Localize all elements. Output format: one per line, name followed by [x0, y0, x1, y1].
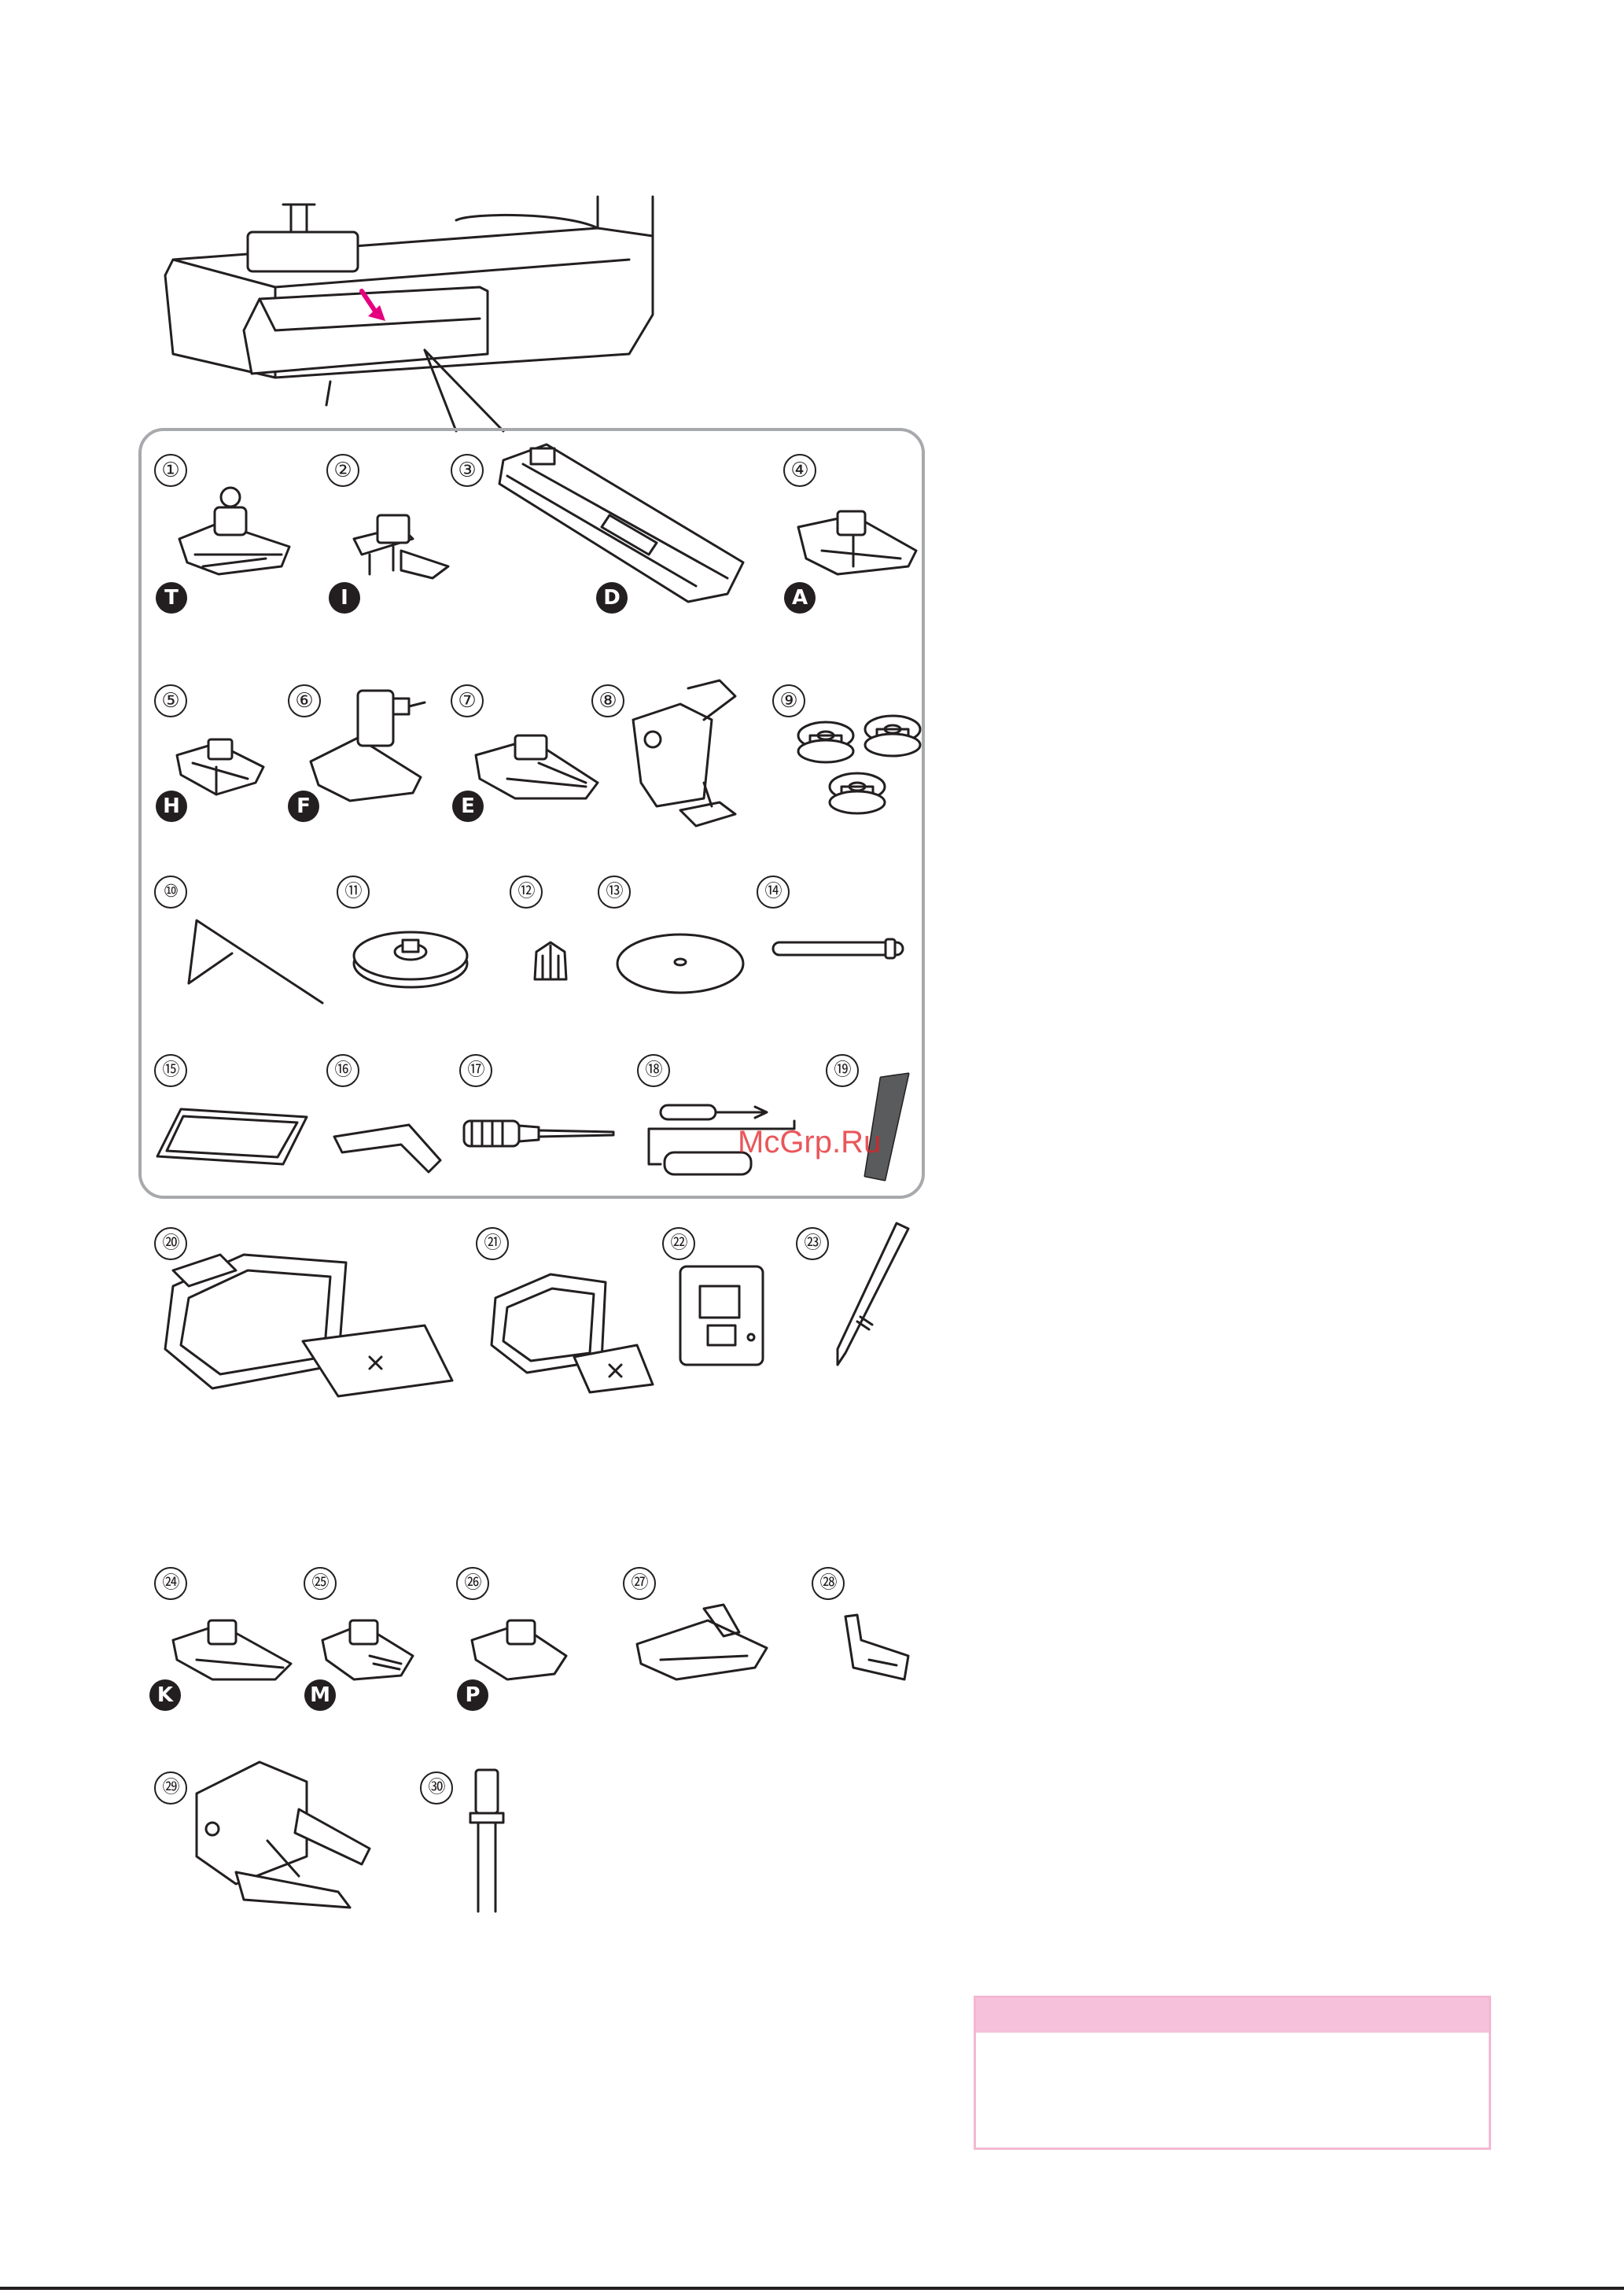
buttonhole-foot-d-image [492, 437, 763, 614]
item-number-14: ⑭ [757, 876, 790, 909]
presser-foot-i-image [338, 507, 456, 594]
presser-foot-e-image [468, 724, 602, 810]
item-number-11: ⑪ [337, 876, 370, 909]
item-number-10: ⑩ [154, 876, 187, 909]
item-number-17: ⑰ [459, 1054, 492, 1087]
item-number-8: ⑧ [591, 684, 624, 717]
hem-guide-image [330, 1117, 448, 1180]
watermark-text: McGrp.Ru [738, 1125, 881, 1160]
item-number-16: ⑯ [326, 1054, 359, 1087]
item-number-30: ㉚ [420, 1771, 453, 1805]
small-embroidery-hoop-image [480, 1259, 657, 1392]
presser-foot-f-image [303, 675, 433, 809]
foot-badge-e: E [452, 791, 484, 822]
item-number-25: ㉕ [304, 1567, 337, 1600]
callout-lines [0, 0, 1624, 472]
item-number-24: ㉔ [154, 1567, 187, 1600]
presser-foot-m-image [315, 1613, 421, 1691]
spool-pin-image [769, 936, 915, 964]
large-embroidery-hoop-image [157, 1239, 464, 1400]
needle-plate-image [676, 1263, 767, 1369]
touch-pen-image [810, 1219, 920, 1377]
item-number-3: ③ [451, 454, 484, 487]
item-number-21: ㉑ [476, 1227, 509, 1260]
presser-foot-k-image [165, 1613, 299, 1691]
walking-guide-foot-image [629, 1601, 771, 1687]
note-box [974, 1996, 1491, 2150]
presser-foot-p-image [464, 1613, 574, 1691]
item-number-13: ⑬ [598, 876, 631, 909]
note-header-bar [976, 1998, 1489, 2033]
foot-badge-t: T [156, 582, 187, 614]
foot-badge-f: F [288, 791, 319, 822]
bottom-rule [0, 2287, 1624, 2290]
spool-cap-small-image [527, 936, 574, 991]
item-number-7: ⑦ [451, 684, 484, 717]
walking-foot-image [189, 1738, 385, 1915]
presser-foot-a-image [790, 503, 920, 590]
item-number-27: ㉗ [623, 1567, 656, 1600]
item-number-4: ④ [783, 454, 816, 487]
foot-badge-i: I [329, 582, 360, 614]
spool-cap-large-image [350, 924, 472, 995]
twin-needle-image [464, 1766, 511, 1923]
l-shaped-tool-image [173, 912, 330, 1007]
presser-foot-t-image [171, 480, 297, 590]
item-number-28: ㉘ [812, 1567, 845, 1600]
item-number-12: ⑫ [510, 876, 543, 909]
item-number-18: ⑱ [637, 1054, 670, 1087]
embroidery-foot-image [625, 673, 755, 830]
foot-badge-d: D [596, 582, 628, 614]
foot-badge-h: H [156, 791, 187, 822]
item-number-5: ⑤ [154, 684, 187, 717]
foot-badge-p: P [457, 1679, 488, 1711]
stabilizer-sheet-image [153, 1105, 311, 1168]
straight-stitch-foot-image [834, 1609, 920, 1687]
foot-badge-m: M [304, 1679, 336, 1711]
foot-badge-a: A [784, 582, 816, 614]
screwdriver-image [460, 1113, 621, 1156]
foot-badge-k: K [149, 1679, 181, 1711]
item-number-22: ㉒ [662, 1227, 695, 1260]
presser-foot-h-image [169, 735, 271, 806]
item-number-2: ② [326, 454, 359, 487]
item-number-26: ㉖ [456, 1567, 489, 1600]
item-number-15: ⑮ [154, 1054, 187, 1087]
item-number-29: ㉙ [154, 1771, 187, 1805]
spool-felt-image [613, 928, 747, 999]
bobbins-image [790, 712, 924, 826]
